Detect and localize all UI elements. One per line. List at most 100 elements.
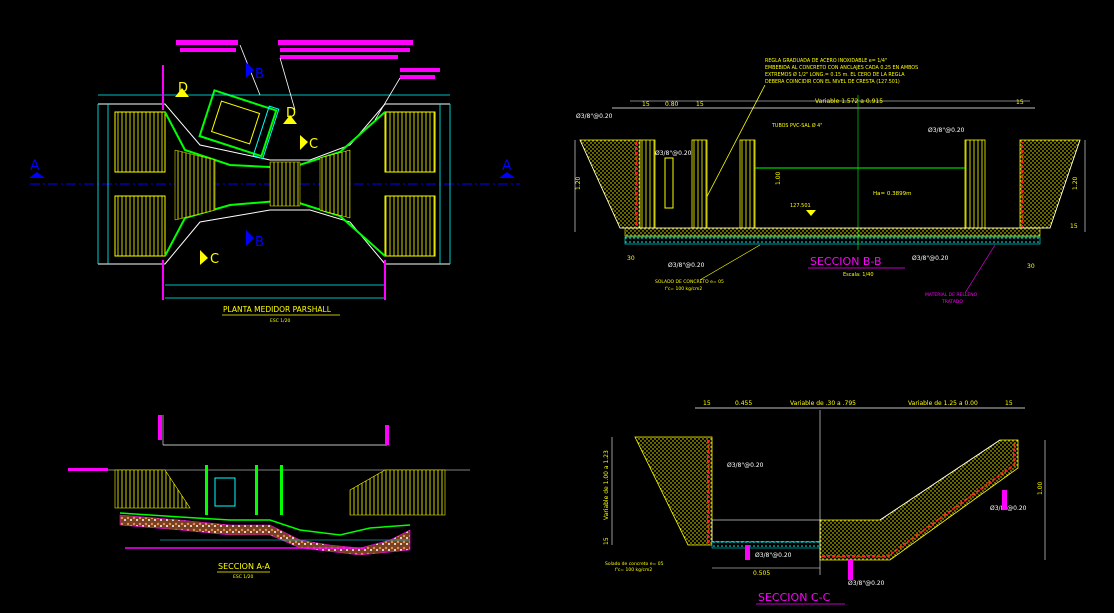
plan-view: A A xyxy=(29,40,520,324)
aa-scale: ESC 1/20 xyxy=(233,574,254,580)
aa-title: SECCION A-A xyxy=(218,562,270,571)
bb-title: SECCION B-B xyxy=(810,255,882,268)
bb-solado-1: SOLADO DE CONCRETO e= 05 xyxy=(655,279,724,285)
cc-rebar-4: Ø3/8"@0.20 xyxy=(848,580,885,587)
plan-marker-d-right: D xyxy=(286,106,296,121)
bb-leader-material xyxy=(964,244,996,294)
plan-outer-wall-top xyxy=(98,103,450,161)
plan-throat-floor xyxy=(269,161,301,207)
bb-tubos: TUBOS PVC-SAL Ø 4" xyxy=(771,122,822,129)
bb-dim-15-base: 15 xyxy=(1070,223,1078,230)
cc-right-sloped-wall xyxy=(819,439,1019,561)
bb-gauge-rod xyxy=(664,157,674,209)
cc-dim-15-left: 15 xyxy=(703,400,711,407)
cc-inner-slope xyxy=(879,439,1001,521)
bb-leader-solado xyxy=(699,244,761,281)
cc-magenta-marker-1 xyxy=(745,545,750,560)
bb-dim-30-left: 30 xyxy=(627,255,635,262)
plan-annotation-3 xyxy=(278,40,413,45)
bb-material-2: TRATADO xyxy=(941,299,963,305)
cc-right-rebar xyxy=(822,442,1015,557)
plan-marker-c-top: C xyxy=(309,137,318,152)
plan-annotation-7 xyxy=(400,75,435,79)
cc-dim-var-a: Variable de .30 a .795 xyxy=(790,400,856,407)
section-aa: SECCION A-A ESC 1/20 xyxy=(68,415,470,580)
plan-marker-a-right: A xyxy=(502,158,512,174)
plan-leader-3 xyxy=(374,77,401,121)
aa-gravel-bed xyxy=(119,514,411,556)
bb-level-marker-icon xyxy=(806,210,816,216)
plan-annotation-1 xyxy=(176,40,238,45)
bb-inner-wall-a xyxy=(691,139,708,229)
aa-annotation-left xyxy=(68,468,108,471)
cc-magenta-marker-2 xyxy=(848,560,853,580)
plan-converging-floor xyxy=(174,149,216,221)
bb-dim-120-right: 1.20 xyxy=(1072,176,1079,190)
section-marker-b-top-icon xyxy=(246,62,254,78)
bb-dim-variable: Variable 1.572 a 0.915 xyxy=(815,98,883,105)
plan-scale: ESC 1/20 xyxy=(270,318,291,324)
bb-left-wall-fill xyxy=(579,139,641,229)
plan-annotation-6 xyxy=(400,68,440,72)
bb-dim-30-right: 30 xyxy=(1027,263,1035,270)
cc-dim-h-left: Variable de 1.00 a 1.23 xyxy=(603,450,610,520)
cc-rebar-3: Ø3/8"@0.20 xyxy=(990,505,1027,512)
cc-solado-2: f'c= 100 kg/cm2 xyxy=(615,567,652,573)
plan-marker-a-left: A xyxy=(30,158,40,174)
bb-right-wall-fill xyxy=(1019,139,1081,229)
aa-magenta-marker-right xyxy=(385,425,389,445)
bb-dim-080: 0.80 xyxy=(665,101,679,108)
bb-inner-wall-b xyxy=(739,139,756,229)
bb-rebar-top-left: Ø3/8"@0.20 xyxy=(576,113,613,120)
cc-rebar-1: Ø3/8"@0.20 xyxy=(727,462,764,469)
plan-right-apron-bottom xyxy=(384,195,436,257)
plan-marker-b-bottom: B xyxy=(255,235,264,250)
bb-solado-2: f'c= 100 kg/cm2 xyxy=(665,286,702,292)
plan-right-apron-top xyxy=(384,111,436,173)
bb-stilling-well-wall xyxy=(639,139,656,229)
cc-dim-h-right: 1.00 xyxy=(1037,481,1044,495)
cc-dim-15-lv: 15 xyxy=(603,537,610,545)
plan-channel-top xyxy=(164,111,386,170)
plan-marker-d-left: D xyxy=(178,81,188,96)
bb-rebar-top-right: Ø3/8"@0.20 xyxy=(928,127,965,134)
bb-dim-15-left: 15 xyxy=(642,101,650,108)
cc-dim-var-b: Variable de 1.25 a 0.00 xyxy=(908,400,978,407)
plan-annotation-2 xyxy=(180,48,236,52)
bb-rebar-mid-left: Ø3/8"@0.20 xyxy=(655,150,692,157)
section-cc: 15 0.455 Variable de .30 a .795 Variable… xyxy=(603,400,1046,605)
aa-stilling-well xyxy=(214,477,236,507)
bb-note-line-1: REGLA GRADUADA DE ACERO INOXIDABLE e= 1/… xyxy=(765,58,887,64)
section-marker-c-bottom-icon xyxy=(200,250,208,265)
plan-channel-bottom xyxy=(164,198,386,257)
section-marker-d-right-icon xyxy=(283,115,297,124)
bb-dim-100: 1.00 xyxy=(775,171,782,185)
section-marker-b-bottom-icon xyxy=(246,230,254,246)
bb-dim-15-mid: 15 xyxy=(696,101,704,108)
cc-dim-0505: 0.505 xyxy=(753,570,770,577)
plan-outer-wall-bottom xyxy=(98,209,450,265)
bb-note-leader xyxy=(699,84,766,211)
bb-rebar-bottom-left: Ø3/8"@0.20 xyxy=(668,262,705,269)
bb-level: 127.501 xyxy=(790,203,811,209)
aa-left-embankment xyxy=(114,469,191,509)
cc-solado xyxy=(711,541,823,549)
section-marker-a-left-icon xyxy=(29,172,45,178)
section-marker-d-left-icon xyxy=(175,88,189,97)
aa-magenta-marker-left xyxy=(158,415,162,440)
plan-title: PLANTA MEDIDOR PARSHALL xyxy=(223,305,332,314)
bb-right-inner-wall xyxy=(964,139,986,229)
aa-flow-profile xyxy=(119,512,411,536)
cc-rebar-2: Ø3/8"@0.20 xyxy=(755,552,792,559)
plan-marker-c-bottom: C xyxy=(210,252,219,267)
bb-material-1: MATERIAL DE RELLENO xyxy=(925,292,978,298)
section-bb: REGLA GRADUADA DE ACERO INOXIDABLE e= 1/… xyxy=(574,58,1086,305)
aa-right-embankment xyxy=(349,469,446,516)
bb-note-line-3: EXTREMOS Ø 1/2" LONG.= 0.15 m. EL CERO D… xyxy=(765,71,905,78)
cc-solado-1: Solado de concreto e= 05 xyxy=(605,561,664,567)
bb-note-line-4: DEBERA COINCIDIR CON EL NIVEL DE CRESTA … xyxy=(765,79,900,85)
plan-left-apron-top xyxy=(114,111,166,173)
aa-wall-1 xyxy=(205,465,208,515)
section-marker-a-right-icon xyxy=(499,172,515,178)
